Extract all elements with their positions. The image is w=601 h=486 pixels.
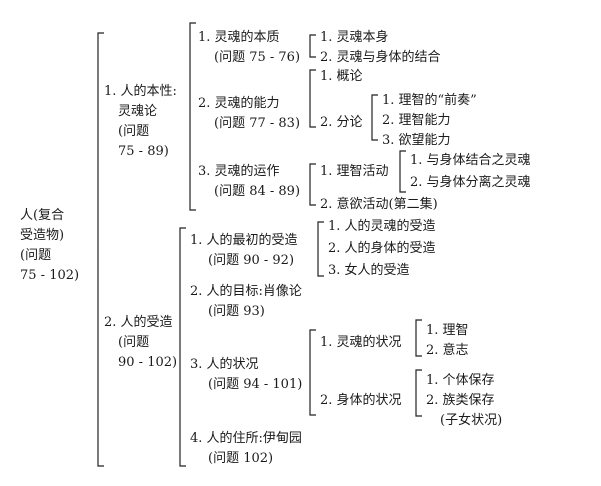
d1-title: 1. 人的最初的受造: [190, 233, 298, 248]
d3-body-item-1: 1. 个体保存: [426, 373, 495, 388]
bracket-c2-sub: [371, 94, 378, 141]
root-line3: (问题: [20, 248, 52, 263]
d1-item-3: 3. 女人的受造: [328, 263, 410, 278]
d3-body-item-3: (子女状况): [440, 413, 503, 428]
bracket-d3-body: [415, 369, 422, 417]
bracket-c2: [309, 69, 316, 128]
b1-line2: 灵魂论: [118, 104, 158, 119]
b1-line1: 1. 人的本性:: [104, 84, 177, 99]
c2-ref: (问题 77 - 83): [214, 116, 301, 131]
c2-sub-1: 1. 理智的“前奏”: [382, 93, 477, 108]
d4-title: 4. 人的住所:伊甸园: [190, 431, 302, 446]
c2-title: 2. 灵魂的能力: [198, 96, 280, 111]
b2-line1: 2. 人的受造: [104, 315, 173, 330]
d3-soul: 1. 灵魂的状况: [320, 335, 402, 350]
d3-ref: (问题 94 - 101): [208, 377, 303, 392]
c1-title: 1. 灵魂的本质: [198, 30, 280, 45]
bracket-b2: [179, 227, 186, 467]
bracket-d1: [317, 221, 324, 277]
bracket-d3: [309, 329, 316, 416]
c3-lizhi: 1. 理智活动: [320, 164, 389, 179]
root-line1: 人(复合: [20, 208, 65, 223]
c3-title: 3. 灵魂的运作: [198, 164, 280, 179]
d3-soul-item-1: 1. 理智: [426, 323, 469, 338]
b2-line2: (问题: [118, 335, 150, 350]
d3-body: 2. 身体的状况: [320, 393, 402, 408]
d1-item-2: 2. 人的身体的受造: [328, 241, 436, 256]
root-line2: 受造物): [20, 228, 65, 243]
bracket-c3-sub: [399, 150, 406, 193]
c2-fenlun: 2. 分论: [320, 115, 363, 130]
c3-yiyu: 2. 意欲活动(第二集): [320, 197, 438, 212]
c3-ref: (问题 84 - 89): [214, 184, 301, 199]
d3-body-item-2: 2. 族类保存: [426, 393, 495, 408]
c3-lizhi-sub-2: 2. 与身体分离之灵魂: [410, 175, 531, 190]
b2-line3: 90 - 102): [118, 355, 178, 370]
c2-gailun: 1. 概论: [320, 69, 363, 84]
c3-lizhi-sub-1: 1. 与身体结合之灵魂: [410, 153, 531, 168]
d2-title: 2. 人的目标:肖像论: [190, 284, 302, 299]
d1-item-1: 1. 人的灵魂的受造: [328, 219, 436, 234]
c1-item-2: 2. 灵魂与身体的结合: [320, 50, 441, 65]
b1-line3: (问题: [118, 124, 150, 139]
bracket-d3-soul: [415, 319, 422, 357]
d3-title: 3. 人的状况: [190, 357, 259, 372]
bracket-b1: [189, 22, 196, 211]
c2-sub-3: 3. 欲望能力: [382, 133, 451, 148]
c1-item-1: 1. 灵魂本身: [320, 30, 389, 45]
bracket-c3: [309, 163, 316, 206]
d4-ref: (问题 102): [208, 451, 274, 466]
bracket-c1: [309, 34, 316, 58]
c1-ref: (问题 75 - 76): [214, 50, 301, 65]
bracket-root: [97, 32, 104, 467]
root-line4: 75 - 102): [20, 268, 80, 283]
d2-ref: (问题 93): [208, 304, 265, 319]
c2-sub-2: 2. 理智能力: [382, 113, 451, 128]
d1-ref: (问题 90 - 92): [208, 253, 295, 268]
b1-line4: 75 - 89): [118, 144, 169, 159]
d3-soul-item-2: 2. 意志: [426, 343, 469, 358]
